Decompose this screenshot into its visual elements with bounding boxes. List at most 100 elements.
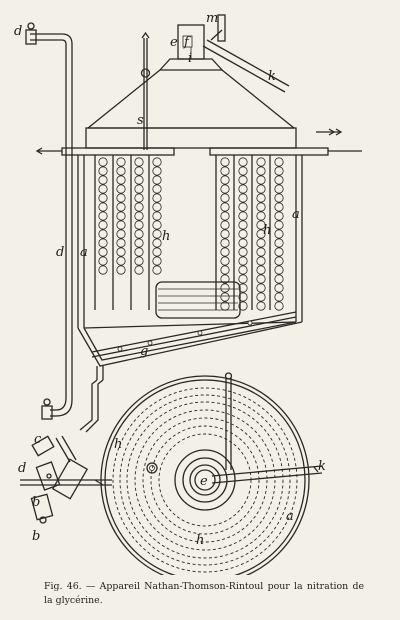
- coil-turn: [274, 274, 284, 284]
- coil-turn: [238, 283, 248, 293]
- coil-turn: [134, 247, 144, 257]
- coil-turn: [98, 211, 108, 221]
- coil-turn: [274, 229, 284, 239]
- conical-lid: [85, 69, 297, 149]
- coil-turn: [116, 220, 126, 230]
- coil-turn: [152, 220, 162, 230]
- coil-turn: [274, 292, 284, 302]
- label-f-top: f: [183, 35, 191, 50]
- coil-turn: [220, 193, 230, 203]
- coil-turn: [134, 211, 144, 221]
- coil-turn: [134, 238, 144, 248]
- label-b-bottom1: b: [32, 495, 40, 510]
- coil-turn: [134, 265, 144, 275]
- label-e-top: e: [170, 35, 178, 50]
- coil-turn: [220, 202, 230, 212]
- coil-turn: [98, 265, 108, 275]
- coil-turn: [220, 238, 230, 248]
- coil-turn: [220, 283, 230, 293]
- coil-turn: [98, 202, 108, 212]
- vessel-body: [77, 155, 303, 367]
- coil-turn: [152, 229, 162, 239]
- coil-turn: [274, 256, 284, 266]
- coil-turn: [274, 166, 284, 176]
- coil-turn: [98, 256, 108, 266]
- coil-turn: [238, 247, 248, 257]
- coil-turn: [134, 166, 144, 176]
- letter-labels: d e f i m k s d a h h a g c d b b h e k …: [14, 11, 326, 548]
- coil-turn: [116, 157, 126, 167]
- coil-turn: [220, 292, 230, 302]
- coil-turn: [256, 175, 266, 185]
- coil-turn: [134, 220, 144, 230]
- coil-turn: [152, 211, 162, 221]
- coil-turn: [134, 175, 144, 185]
- coil-bottom: [155, 281, 241, 319]
- label-s: s: [137, 113, 144, 128]
- air-line-g: [91, 311, 297, 358]
- coil-turn: [274, 283, 284, 293]
- coil-turn: [152, 175, 162, 185]
- coil-turn: [256, 157, 266, 167]
- coil-bank-left: [94, 155, 162, 310]
- label-e-plan: e: [200, 474, 208, 489]
- coil-turn: [256, 256, 266, 266]
- coil-turn: [98, 157, 108, 167]
- coil-turn: [152, 247, 162, 257]
- coil-turn: [238, 274, 248, 284]
- coil-turn: [220, 247, 230, 257]
- coil-turn: [220, 157, 230, 167]
- label-d-top: d: [14, 24, 22, 39]
- coil-turn: [116, 256, 126, 266]
- coil-turn: [274, 247, 284, 257]
- coil-turn: [116, 265, 126, 275]
- coil-turn: [238, 184, 248, 194]
- coil-turn: [238, 292, 248, 302]
- coil-turn: [274, 220, 284, 230]
- label-b-bottom2: b: [32, 529, 40, 544]
- coil-turn: [274, 175, 284, 185]
- coil-turn: [116, 238, 126, 248]
- apparatus-drawing: d e f i m k s d a h h a g c d b b h e k …: [14, 11, 362, 575]
- coil-turn: [238, 193, 248, 203]
- label-k-plan: k: [318, 459, 326, 474]
- lower-manifold: [30, 435, 89, 524]
- coil-turn: [98, 229, 108, 239]
- coil-turn: [152, 157, 162, 167]
- coil-turn: [134, 202, 144, 212]
- coil-turn: [152, 202, 162, 212]
- coil-turn: [256, 265, 266, 275]
- label-h-plan-bottom: h: [196, 533, 204, 548]
- supply-pipe-d: [25, 22, 73, 420]
- top-flange: [35, 128, 362, 156]
- coil-turn: [274, 238, 284, 248]
- coil-turn: [274, 202, 284, 212]
- coil-turn: [98, 193, 108, 203]
- label-d-bottom: d: [18, 461, 26, 476]
- coil-turn: [220, 274, 230, 284]
- coil-turn: [274, 301, 284, 311]
- coil-turn: [274, 184, 284, 194]
- coil-turn: [238, 202, 248, 212]
- coil-turn: [220, 229, 230, 239]
- coil-turn: [274, 157, 284, 167]
- coil-turn: [220, 265, 230, 275]
- coil-turn: [134, 229, 144, 239]
- figure-caption: Fig. 46. — Appareil Nathan-Thomson-Rinto…: [44, 581, 364, 606]
- stirrer-rod: [140, 31, 151, 150]
- coil-turn: [256, 283, 266, 293]
- plan-view: [20, 372, 323, 575]
- coil-turn: [238, 166, 248, 176]
- coil-turn: [152, 238, 162, 248]
- coil-turn: [116, 229, 126, 239]
- coil-turn: [256, 202, 266, 212]
- coil-turn: [256, 292, 266, 302]
- coil-turn: [256, 238, 266, 248]
- drain-pipe: [79, 366, 104, 433]
- coil-turn: [116, 211, 126, 221]
- label-a-left: a: [80, 245, 88, 260]
- coil-turn: [274, 211, 284, 221]
- label-a-plan: a: [286, 509, 294, 524]
- coil-turn: [256, 166, 266, 176]
- label-c-bottom: c: [34, 432, 42, 447]
